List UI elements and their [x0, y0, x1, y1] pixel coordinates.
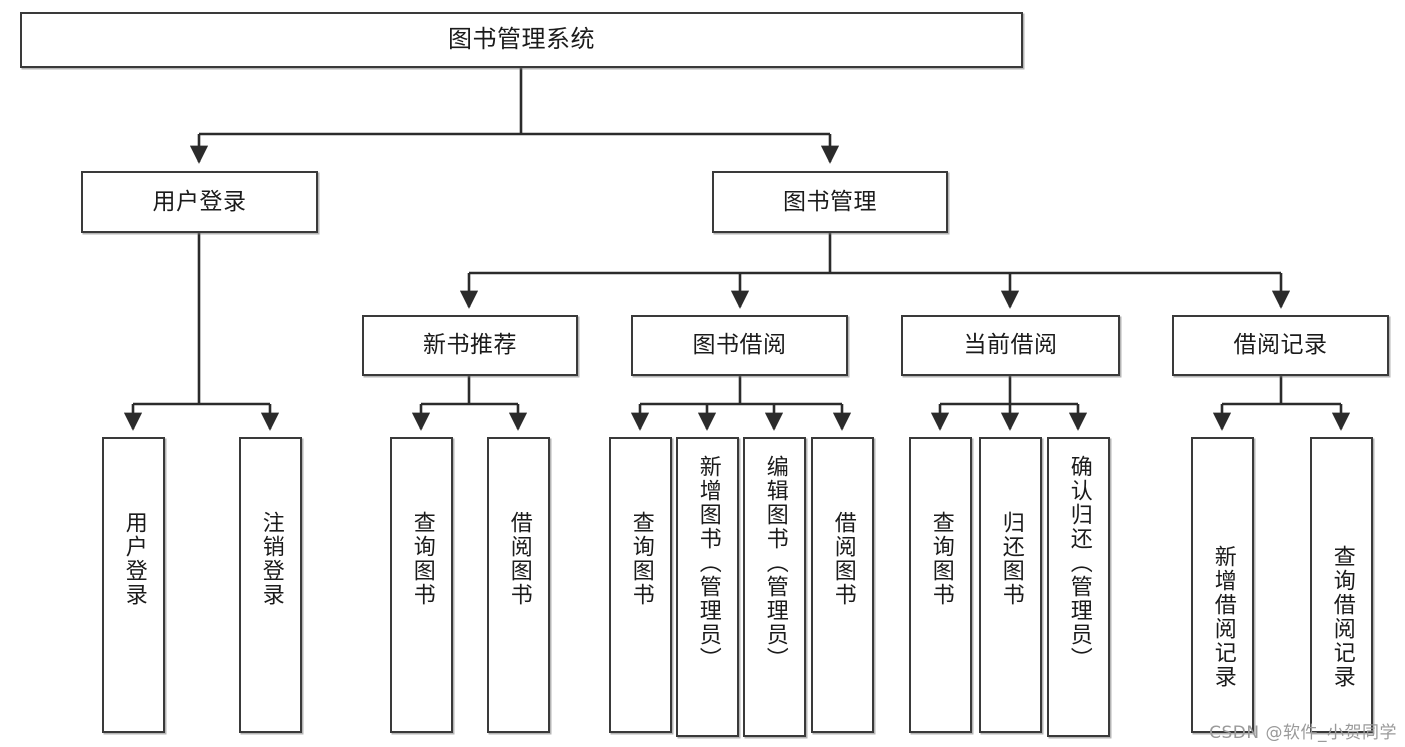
leaf-user-login-logout[interactable]: 注销登录	[239, 437, 302, 733]
node-label: 借阅图书	[830, 511, 856, 607]
leaf-new-book-query-book[interactable]: 查询图书	[390, 437, 453, 733]
node-label: 当前借阅	[963, 332, 1058, 359]
node-label: 查询图书	[628, 511, 654, 607]
leaf-book-borrow-add-book-admin[interactable]: 新增图书（管理员）	[676, 437, 739, 737]
leaf-current-borrow-return-book[interactable]: 归还图书	[979, 437, 1042, 733]
leaf-current-borrow-confirm-return-admin[interactable]: 确认归还（管理员）	[1047, 437, 1110, 737]
node-book-management[interactable]: 图书管理	[712, 171, 948, 233]
node-label: 查询借阅记录	[1329, 545, 1355, 689]
leaf-new-book-borrow-book[interactable]: 借阅图书	[487, 437, 550, 733]
node-label: 确认归还（管理员）	[1066, 455, 1092, 671]
node-label: 用户登录	[121, 511, 147, 607]
node-label: 新增图书（管理员）	[695, 455, 721, 671]
node-label: 查询图书	[928, 511, 954, 607]
node-label: 借阅记录	[1233, 332, 1328, 359]
leaf-borrow-record-query-record[interactable]: 查询借阅记录	[1310, 437, 1373, 733]
node-label: 编辑图书（管理员）	[762, 455, 788, 671]
leaf-borrow-record-add-record[interactable]: 新增借阅记录	[1191, 437, 1254, 733]
node-label: 借阅图书	[506, 511, 532, 607]
leaf-book-borrow-borrow-book[interactable]: 借阅图书	[811, 437, 874, 733]
node-borrow-record[interactable]: 借阅记录	[1172, 315, 1389, 376]
leaf-current-borrow-query-book[interactable]: 查询图书	[909, 437, 972, 733]
node-current-borrow[interactable]: 当前借阅	[901, 315, 1120, 376]
node-label: 注销登录	[258, 511, 284, 607]
leaf-book-borrow-query-book[interactable]: 查询图书	[609, 437, 672, 733]
node-book-borrow[interactable]: 图书借阅	[631, 315, 848, 376]
node-label: 用户登录	[152, 188, 247, 215]
node-label: 图书管理系统	[448, 25, 595, 54]
node-new-book-recommend[interactable]: 新书推荐	[362, 315, 578, 376]
node-label: 图书借阅	[692, 332, 787, 359]
node-user-login[interactable]: 用户登录	[81, 171, 318, 233]
leaf-user-login-login[interactable]: 用户登录	[102, 437, 165, 733]
leaf-book-borrow-edit-book-admin[interactable]: 编辑图书（管理员）	[743, 437, 806, 737]
node-label: 归还图书	[998, 511, 1024, 607]
node-label: 查询图书	[409, 511, 435, 607]
node-label: 图书管理	[783, 188, 877, 215]
node-root-system[interactable]: 图书管理系统	[20, 12, 1023, 68]
node-label: 新增借阅记录	[1210, 545, 1236, 689]
node-label: 新书推荐	[423, 332, 517, 359]
